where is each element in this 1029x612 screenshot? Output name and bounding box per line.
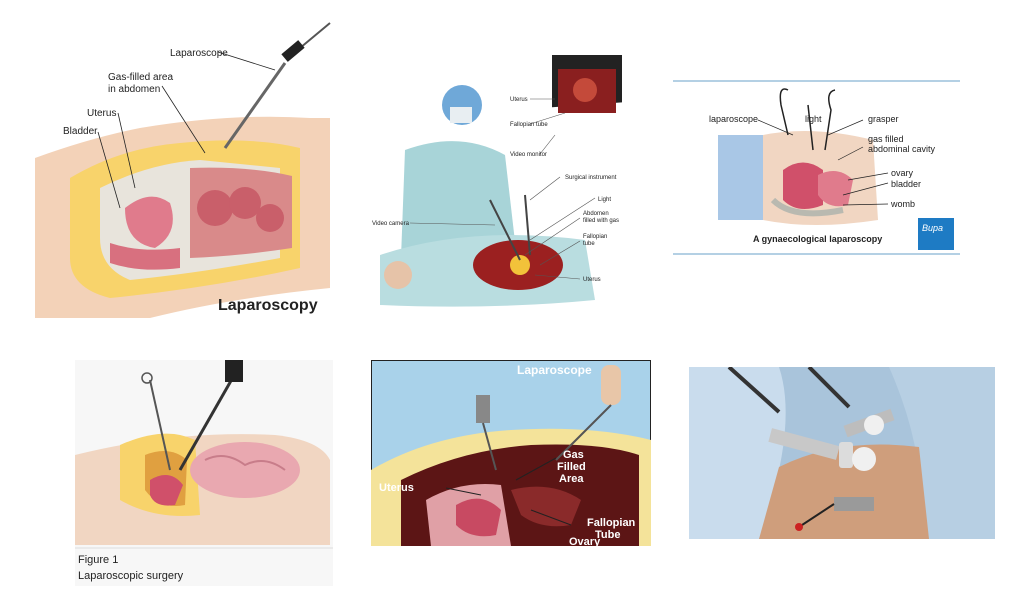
label-abdomen-2: filled with gas [583, 218, 619, 224]
label-abdominal-cavity: abdominal cavity [868, 144, 936, 154]
diagram-caption: A gynaecological laparoscopy [753, 234, 882, 244]
label-video-monitor: Video monitor [510, 152, 547, 158]
label-laparoscope: Laparoscope [170, 48, 228, 59]
bupa-logo-text: Bupa [922, 223, 943, 233]
label-gas-filled: gas filled [868, 134, 904, 144]
label-abdomen-1: Abdomen [583, 211, 609, 217]
panel-title: Laparoscopy [218, 297, 318, 314]
gas-filled-area-illustration: Laparoscope Gas Filled Area Uterus Fallo… [371, 360, 651, 546]
label-bladder: Bladder [63, 126, 98, 137]
label-gas-area-1: Gas-filled area [108, 72, 173, 83]
label-laparoscope: Laparoscope [517, 363, 592, 377]
label-uterus-2: Uterus [583, 277, 601, 283]
figure-caption: Laparoscopic surgery [78, 570, 184, 582]
label-uterus: Uterus [379, 482, 414, 494]
label-uterus: Uterus [87, 108, 116, 119]
label-gas: Gas [563, 449, 584, 461]
label-filled: Filled [557, 461, 586, 473]
surgeon-illustration: Uterus Fallopian tube Video monitor Surg… [370, 55, 635, 317]
bupa-diagram: laparoscope light grasper gas filled abd… [673, 80, 960, 256]
label-light: Light [598, 197, 611, 203]
label-womb: womb [890, 199, 915, 209]
label-area: Area [559, 473, 584, 485]
laparoscopy-illustration: Laparoscope Gas-filled area in abdomen U… [30, 18, 340, 320]
label-tube: Tube [595, 529, 620, 541]
label-ovary: ovary [891, 168, 914, 178]
label-fallopian-tube: Fallopian tube [510, 122, 548, 128]
figure-1-illustration: Figure 1 Laparoscopic surgery [75, 360, 333, 586]
label-light: light [805, 114, 822, 124]
label-surgical-instrument: Surgical instrument [565, 175, 617, 181]
label-fallopian-tube-2b: tube [583, 241, 595, 247]
label-video-camera: Video camera [372, 221, 410, 227]
label-fallopian: Fallopian [587, 517, 636, 529]
label-laparoscope: laparoscope [709, 114, 758, 124]
figure-number: Figure 1 [78, 554, 118, 566]
label-bladder: bladder [891, 179, 921, 189]
label-ovary: Ovary [569, 536, 601, 546]
label-grasper: grasper [868, 114, 899, 124]
label-fallopian-tube-2a: Fallopian [583, 234, 607, 240]
laparoscopy-photo [689, 367, 995, 539]
label-uterus-monitor: Uterus [510, 97, 528, 103]
label-gas-area-2: in abdomen [108, 84, 160, 95]
bupa-logo [918, 218, 954, 250]
